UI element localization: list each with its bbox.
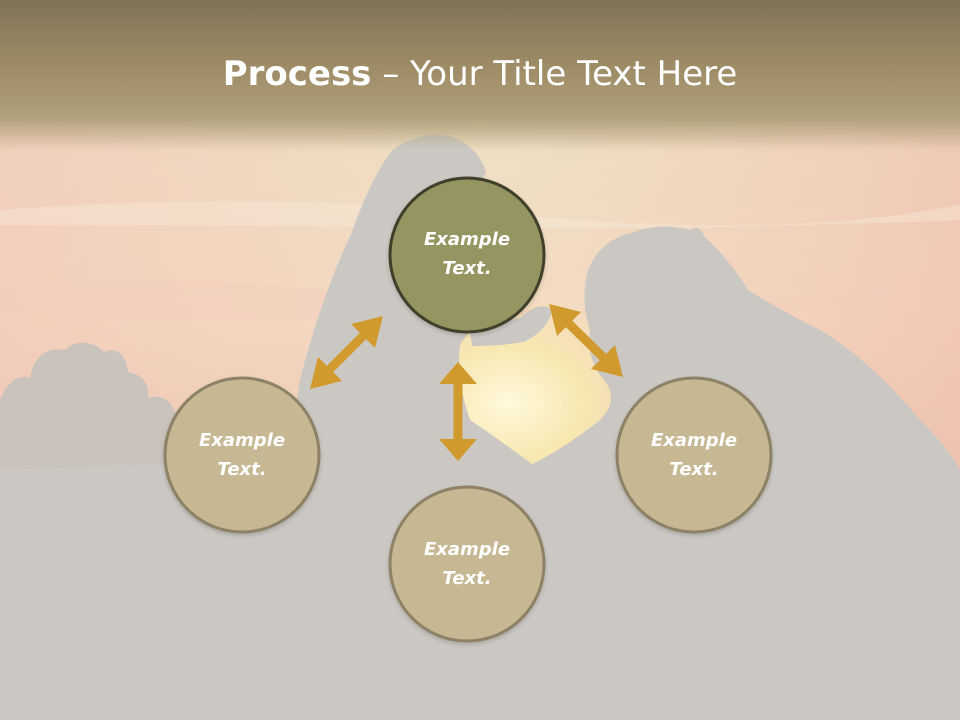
title-bold: Process — [222, 54, 372, 94]
node-circle-top[interactable] — [388, 176, 546, 334]
slide-title: Process – Your Title Text Here — [0, 52, 960, 96]
node-circle-right[interactable] — [615, 376, 773, 534]
node-circle-left[interactable] — [163, 376, 321, 534]
title-band — [0, 0, 960, 150]
arrow-top-bottom — [439, 362, 477, 461]
arrow-top-left — [310, 316, 383, 389]
title-rest: – Your Title Text Here — [371, 54, 738, 94]
node-circle-bottom[interactable] — [388, 485, 546, 643]
arrow-top-right — [549, 304, 623, 377]
